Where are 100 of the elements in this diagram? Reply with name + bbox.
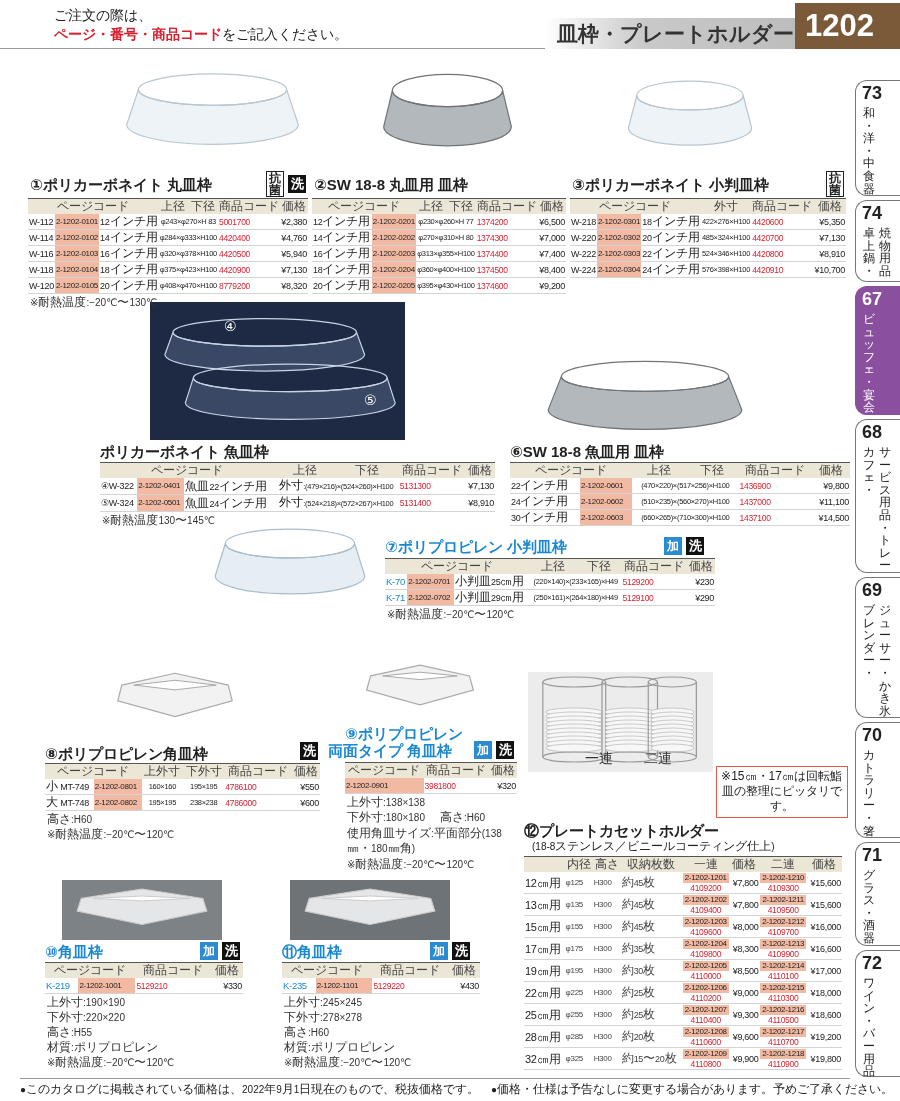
heat-safe-badge: 加 — [200, 942, 218, 960]
price: ¥8,000 — [729, 915, 760, 938]
tab-number: 71 — [862, 845, 883, 865]
product-code: 4110900 — [767, 1058, 800, 1069]
product-code: 4786100 — [224, 779, 292, 795]
product-code: 4109200 — [689, 882, 723, 893]
page-code: 2-1202-1209 — [682, 1048, 729, 1059]
product-code: 4420400 — [218, 229, 281, 246]
capacity: 約15〜20枚 — [620, 1047, 682, 1070]
column-header: 価格 — [811, 462, 850, 478]
product-code: 1374300 — [475, 229, 539, 246]
spec-value: H300 — [592, 1025, 621, 1048]
price: ¥11,100 — [811, 493, 850, 510]
capacity: 約45枚 — [620, 915, 682, 938]
column-header: 下径 — [575, 558, 622, 574]
product-code: 4110700 — [767, 1036, 800, 1047]
tab-number: 73 — [862, 83, 883, 103]
category-tab — [855, 200, 900, 282]
spec-value: H300 — [592, 1047, 621, 1070]
product-code: 1436900 — [738, 478, 812, 494]
page-code: 2-1202-1212 — [760, 916, 806, 927]
price: ¥18,000 — [806, 981, 842, 1004]
note-text: ※15㎝・17㎝は回転鮨皿の整理にピッタリです。 — [720, 769, 843, 814]
page-code: 2-1202-0601 — [580, 478, 633, 494]
spec-note: ※耐熱温度:−20℃〜120℃ — [284, 1056, 412, 1069]
product-code: 4110800 — [689, 1058, 722, 1069]
page-code: 2-1202-1204 — [682, 938, 729, 949]
spec-value: φ255 — [564, 1003, 593, 1026]
price: ¥9,200 — [538, 277, 566, 294]
size-label: 22㎝用 — [524, 981, 565, 1004]
column-header: ページコード — [45, 962, 136, 978]
section-heading: ③ポリカーボネイト 小判皿枠 — [572, 176, 769, 194]
tab-number: 72 — [862, 953, 883, 973]
price: ¥8,400 — [538, 261, 566, 278]
model-number: K-235 — [282, 978, 316, 994]
column-header: ページコード — [385, 558, 530, 574]
size-label: 25㎝用 — [524, 1003, 565, 1026]
model-number: W-114 — [28, 229, 55, 246]
size-label: 12インチ用 — [312, 214, 372, 230]
spec-value: H300 — [592, 1003, 621, 1026]
column-header: 価格 — [489, 762, 517, 778]
page-code: 2-1202-1206 — [682, 982, 729, 993]
section-heading: ①ポリカーボネイト 丸皿枠 — [30, 176, 212, 194]
price: ¥5,940 — [280, 245, 308, 262]
price: ¥7,130 — [465, 478, 495, 495]
price: ¥9,300 — [729, 1003, 760, 1026]
price: ¥7,130 — [813, 229, 846, 246]
price: ¥8,300 — [729, 937, 760, 960]
tab-label: ワイン・バー用品 — [863, 977, 875, 1078]
section-heading: ⑧ポリプロピレン角皿枠 — [45, 745, 208, 763]
price: ¥8,320 — [280, 277, 308, 294]
column-header: 下外寸 — [183, 763, 225, 779]
price: ¥290 — [687, 589, 715, 606]
column-header: ページコード — [570, 198, 701, 214]
product-code: 1374400 — [475, 245, 539, 262]
column-header: 商品コード — [224, 763, 292, 779]
tab-number: 74 — [862, 203, 883, 223]
column-header: 商品コード — [751, 198, 814, 214]
page-code: 2-1202-1213 — [760, 938, 806, 949]
product-code: 8779200 — [218, 277, 281, 294]
spec-note: 上外寸:190×190 — [47, 996, 125, 1009]
product-code: 4109700 — [766, 926, 800, 937]
size-label: 15㎝用 — [524, 915, 565, 938]
capacity: 約45枚 — [620, 872, 682, 894]
price: ¥14,500 — [811, 509, 850, 526]
size-label: 22インチ用 — [641, 245, 701, 262]
column-header: 商品コード — [135, 962, 212, 978]
size-label: 14インチ用 — [99, 229, 159, 246]
spec-note: ※耐熱温度130〜145℃ — [102, 514, 215, 527]
spec-note: ※耐熱温度:−20℃〜120℃ — [387, 608, 515, 621]
product-code: 4420800 — [751, 245, 814, 262]
column-header: 価格 — [291, 763, 320, 779]
page-number-box — [795, 3, 900, 49]
product-code: 4420600 — [751, 214, 814, 230]
price: ¥9,800 — [811, 478, 850, 494]
spec-note: 材質:ポリプロピレン — [284, 1041, 395, 1054]
heat-safe-badge: 加 — [430, 942, 448, 960]
column-header: 商品コード — [738, 462, 812, 478]
size-label: 14インチ用 — [312, 229, 372, 246]
notice-text: ご注文の際は、 — [54, 7, 152, 24]
spec-value: H300 — [592, 893, 621, 916]
page-code: 2-1202-1215 — [760, 982, 806, 993]
spec-note: 高さ:H60 — [440, 811, 486, 824]
price: ¥5,350 — [813, 214, 846, 230]
model-number: W-224 — [570, 261, 597, 278]
capacity: 約45枚 — [620, 893, 682, 916]
column-header: 上径 — [529, 558, 576, 574]
page-title: 皿枠・プレートホルダー — [557, 21, 794, 46]
size-label: 小判皿25㎝用 — [453, 574, 530, 590]
section-heading: ⑨ポリプロピレン両面タイプ 角皿枠 — [328, 725, 464, 759]
spec-note: 下外寸:220×220 — [47, 1011, 125, 1024]
tab-label: ブレンダー・ — [863, 604, 875, 682]
spec-value: φ225 — [564, 981, 593, 1004]
spec-note: 材質:ポリプロピレン — [47, 1041, 158, 1054]
heat-safe-badge: 加 — [664, 537, 682, 555]
column-header: 商品コード — [372, 962, 449, 978]
column-header: ページコード — [45, 763, 142, 779]
spec-note: 下外寸:278×278 — [284, 1011, 362, 1024]
tab-number: 69 — [862, 580, 883, 600]
model-number: W-120 — [28, 277, 55, 294]
